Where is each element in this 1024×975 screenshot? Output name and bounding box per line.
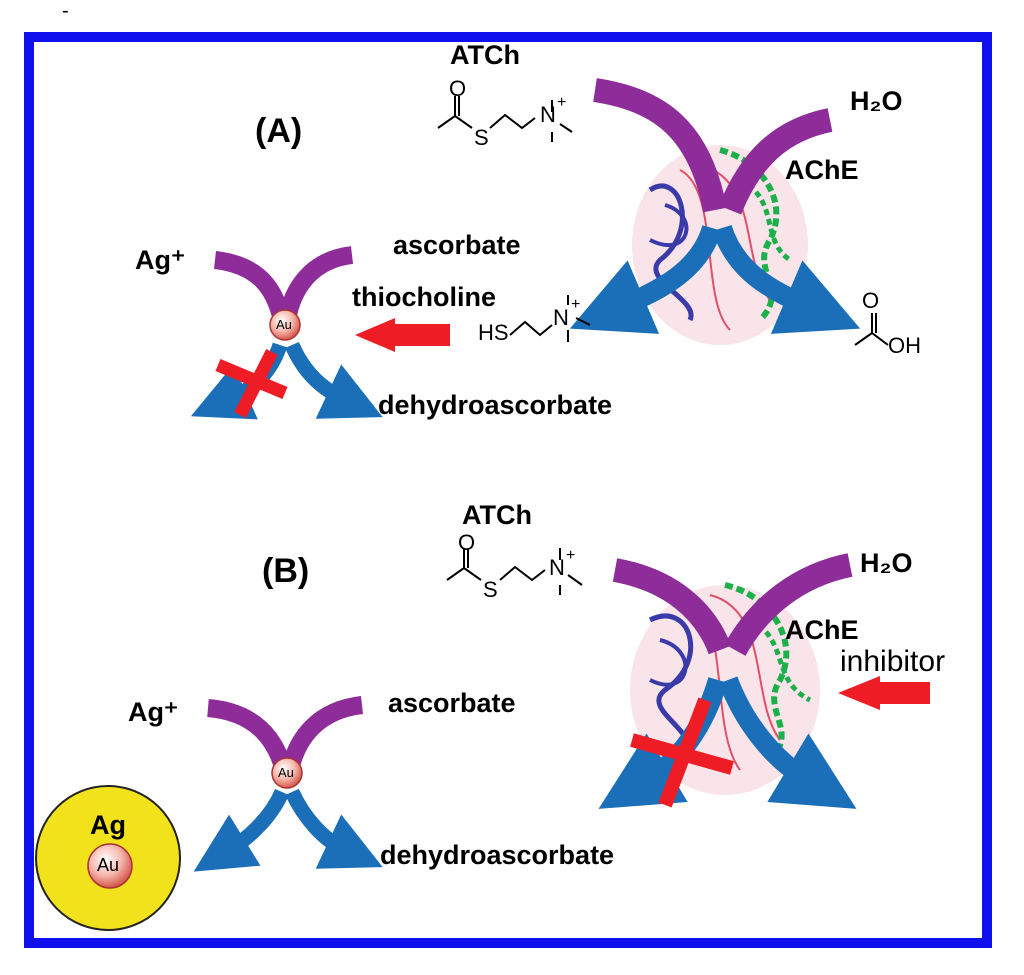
ascorbate-label-b: ascorbate [388,688,516,718]
thiocholine-n: N [553,305,569,330]
ache-label-a: AChE [785,155,859,185]
water-input-arrow-b [724,553,853,657]
au-seed-b [271,757,303,789]
acid-oh: OH [888,333,921,358]
output-arrow-b [718,676,857,809]
atch-structure-a [437,96,573,142]
au-seed-label-b: Au [278,765,294,780]
atch-label-b: ATCh [462,500,532,530]
panel-b-label: (B) [262,552,310,590]
blocked-cross-a [215,349,288,418]
atch-plus-a: + [557,94,567,111]
ag-ion-label-a: Ag⁺ [135,245,186,275]
ag-output-arrow-b [193,788,289,872]
atch-input-arrow-a [593,78,727,213]
ag-ion-label-b: Ag⁺ [128,697,179,727]
au-seed-label-a: Au [276,317,292,332]
ag-input-arrow-b [206,699,293,773]
inhibitor-label: inhibitor [840,645,946,678]
dehydroascorbate-label-b: dehydroascorbate [380,840,615,870]
atch-plus-b: + [566,547,576,564]
atch-s-b: S [483,577,498,602]
dehydroascorbate-label-a: dehydroascorbate [378,390,613,420]
atch-o-b: O [458,530,476,555]
au-core [87,843,133,889]
thiocholine-label: thiocholine [352,282,496,312]
ag-input-arrow-a [213,251,291,323]
atch-label-a: ATCh [450,40,520,70]
au-core-label: Au [97,855,120,875]
water-label-b: H₂O [860,548,913,578]
atch-input-arrow-b [612,558,732,655]
thiocholine-hs: HS [478,320,509,345]
ascorbate-label-a: ascorbate [393,230,521,260]
atch-n-a: N [540,102,556,127]
acid-o: O [862,288,880,313]
atch-s-a: S [474,125,489,150]
dehydroascorbate-arrow-a [285,341,383,419]
thiocholine-plus: + [571,296,581,313]
thiocholine-structure [509,295,591,342]
ache-label-b: AChE [785,615,859,645]
atch-o-a: O [449,76,467,101]
dehydroascorbate-arrow-b [285,788,383,869]
ascorbate-input-arrow-b [281,696,364,773]
atch-n-b: N [549,555,565,580]
panel-a-label: (A) [255,112,303,150]
ag-shell-label: Ag [90,810,126,840]
top-mark: - [62,0,69,22]
atch-structure-b [446,548,583,595]
water-label-a: H₂O [850,86,903,116]
thiocholine-output-arrow [569,224,722,334]
blocked-cross-b [630,697,734,808]
ascorbate-input-arrow-a [278,246,354,322]
au-seed-a [269,309,301,341]
acetic-acid-structure [854,313,889,346]
diagram-frame [24,32,992,948]
water-input-arrow-a [718,108,833,215]
acetate-output-arrow [712,224,861,334]
